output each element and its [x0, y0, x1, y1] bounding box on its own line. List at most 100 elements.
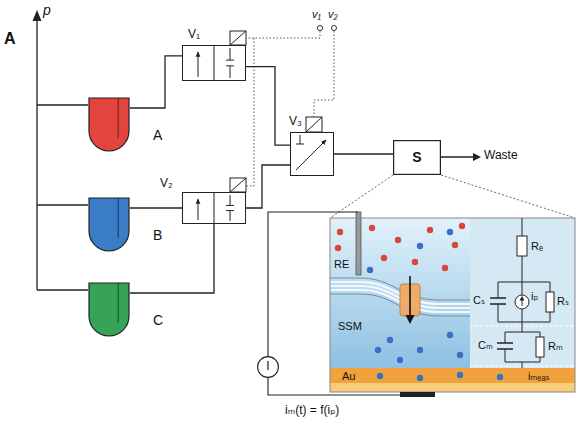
ion-dot — [381, 255, 387, 261]
ion-dot — [397, 357, 403, 363]
transport-arrow — [409, 276, 411, 317]
pipe — [246, 165, 290, 208]
control-line — [246, 31, 334, 186]
signal-name: v₁ — [312, 8, 321, 21]
ion-dot — [369, 225, 375, 231]
blocked-port — [226, 48, 234, 78]
pipe — [334, 153, 393, 154]
ion-dot — [452, 242, 458, 248]
measurement-wire — [268, 212, 400, 395]
node-heading: V₂ — [160, 177, 173, 191]
solenoid-symbol — [230, 178, 246, 192]
reservoir: C — [88, 282, 130, 337]
reservoir-outline — [88, 197, 130, 252]
component-label: Rₛ — [557, 295, 569, 308]
gold-support — [330, 383, 575, 392]
equivalent-circuit — [490, 218, 554, 368]
waste-arrow — [441, 156, 475, 157]
ion-dot — [387, 337, 393, 343]
ion-dot — [459, 223, 465, 229]
electrolyte — [330, 218, 470, 368]
ion-dot — [497, 374, 503, 380]
signal-name: v₂ — [328, 8, 338, 21]
contact-pad — [400, 392, 435, 397]
control-terminal — [332, 26, 337, 31]
ion-dot — [335, 245, 341, 251]
waste-arrow — [441, 153, 481, 161]
ion-dot — [447, 229, 453, 235]
sensor-inset — [330, 212, 575, 392]
membrane — [330, 278, 470, 316]
valve-outline — [290, 132, 334, 176]
valve-outline — [182, 192, 246, 224]
reservoir-body — [89, 283, 129, 336]
ammeter-outline — [258, 357, 279, 378]
solenoid-symbol — [306, 117, 322, 132]
sensor-box: S — [393, 140, 441, 175]
outlet-label: Waste — [484, 149, 518, 163]
resistor-symbol — [536, 337, 544, 357]
capacitor-symbol — [490, 298, 513, 349]
pipe — [130, 56, 182, 108]
ion-dot — [375, 347, 381, 353]
measurement-wire — [268, 212, 435, 397]
electrode-label: RE — [334, 258, 349, 271]
node-heading: B — [153, 227, 162, 243]
ion-dot — [442, 265, 448, 271]
inset-border — [330, 218, 575, 392]
reservoir-body — [89, 98, 129, 151]
node-text: I — [266, 360, 269, 374]
pressure-line — [33, 10, 89, 290]
dip-tube — [118, 283, 119, 323]
reservoir: B — [88, 197, 130, 252]
resistor-symbol — [546, 292, 554, 312]
pressure-line — [37, 21, 88, 290]
ion-dot — [457, 352, 463, 358]
resistor-symbol — [517, 236, 527, 256]
ion-dot — [417, 375, 423, 381]
current-source-symbol — [520, 296, 525, 301]
blocked-port — [226, 195, 234, 221]
sensor-box-outline — [394, 141, 441, 175]
reservoir: A — [88, 97, 130, 152]
blocked-port — [296, 135, 304, 144]
ion-dot — [457, 372, 463, 378]
current-label: iₘₑₐₛ — [528, 370, 550, 383]
circuit-wire — [498, 218, 550, 368]
component-label: Cₘ — [478, 339, 493, 352]
component-label: Rₑ — [531, 240, 543, 253]
layer-label: Au — [342, 370, 355, 383]
valve-divider — [214, 45, 215, 81]
pipe — [246, 67, 290, 146]
zoom-line — [330, 175, 575, 218]
node-heading: V₁ — [188, 28, 200, 42]
node-heading: V₃ — [289, 115, 302, 129]
reservoir-body — [89, 198, 129, 251]
circuit-panel — [470, 218, 575, 368]
ion-dot — [395, 237, 401, 243]
component-label: Rₘ — [548, 340, 563, 353]
ammeter: I — [257, 356, 279, 378]
flow-arrow — [198, 199, 199, 220]
valve: V₁ — [182, 45, 246, 81]
equation: iₘ(t) = f(iₚ) — [285, 404, 339, 418]
solenoid-symbol — [230, 31, 246, 45]
transport-arrowhead — [406, 315, 415, 324]
gold-layer — [330, 368, 575, 383]
node-text: S — [412, 149, 421, 165]
component-label: Cₛ — [473, 294, 485, 307]
reservoir-outline — [88, 97, 130, 152]
pipe — [130, 224, 214, 293]
zoom-line — [330, 175, 575, 218]
node-heading: A — [153, 127, 162, 143]
membrane-label: SSM — [338, 320, 362, 333]
ion-dot — [427, 227, 433, 233]
flow-arrow — [198, 52, 199, 77]
valve-body — [291, 133, 334, 176]
current-source-symbol — [515, 295, 529, 309]
control-terminal — [318, 26, 323, 31]
valve-outline — [182, 45, 246, 81]
